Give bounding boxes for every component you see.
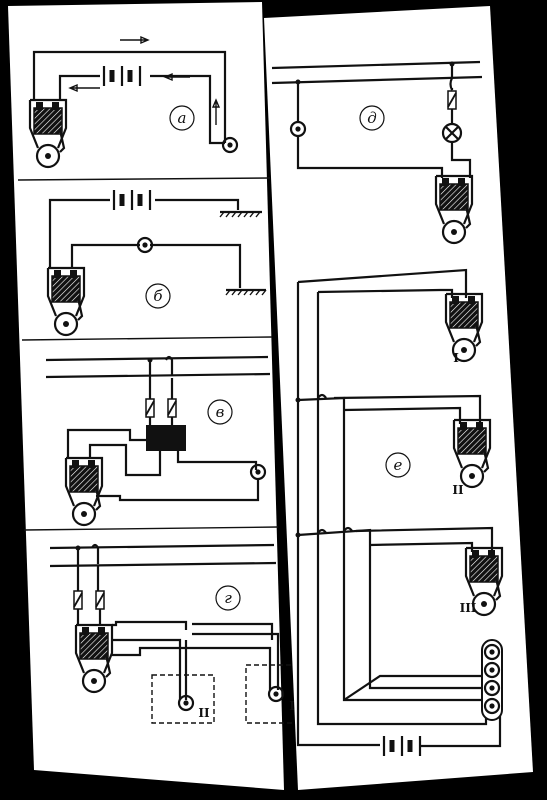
diagram-g: II I г xyxy=(49,543,305,724)
diagram-label: г xyxy=(224,589,232,607)
transformer-icon xyxy=(146,425,186,451)
room-box xyxy=(245,664,305,724)
diagram-d: д xyxy=(271,60,483,245)
arrow-left-icon xyxy=(68,83,100,93)
bell-number-label: III xyxy=(460,601,477,615)
diagram-v: в xyxy=(45,355,271,527)
diagram-label: д xyxy=(367,109,377,127)
diagram-label: в xyxy=(216,403,225,421)
arrow-right-icon xyxy=(120,35,150,45)
label-circle xyxy=(169,105,195,131)
room-box xyxy=(151,674,215,724)
button-label: I xyxy=(289,699,295,713)
label-circle xyxy=(215,585,241,611)
arrow-up-icon xyxy=(211,98,221,125)
separator-line xyxy=(23,526,279,531)
label-circle xyxy=(207,399,233,425)
battery xyxy=(382,736,422,756)
fuse-icon xyxy=(447,90,457,110)
mains-line xyxy=(271,75,483,85)
diagram-e: I II III е xyxy=(295,268,504,756)
diagram-a: а xyxy=(28,35,239,169)
button-label: II xyxy=(198,706,210,720)
bell-number-label: II xyxy=(452,483,464,497)
bell-number-label: I xyxy=(453,351,459,365)
label-circle xyxy=(145,283,171,309)
diagram-label: б xyxy=(153,287,163,305)
fuse-icon xyxy=(145,398,155,418)
mains-line xyxy=(49,561,277,568)
label-circle xyxy=(359,105,385,131)
mains-line xyxy=(49,543,275,550)
diagram-label: а xyxy=(178,109,187,127)
fuse-icon xyxy=(167,398,177,418)
mains-line xyxy=(45,355,269,362)
fuse-icon xyxy=(95,590,105,610)
battery xyxy=(102,66,142,86)
diagram-label: е xyxy=(394,456,403,474)
label-circle xyxy=(385,452,411,478)
fuse-icon xyxy=(73,590,83,610)
mains-line xyxy=(45,372,271,379)
separator-line xyxy=(17,177,271,181)
battery xyxy=(112,190,152,210)
lamp-icon xyxy=(441,122,463,144)
separator-line xyxy=(21,336,273,341)
mains-line xyxy=(271,60,481,70)
diagram-b: б xyxy=(46,190,267,337)
arrow-left-icon xyxy=(163,72,190,82)
